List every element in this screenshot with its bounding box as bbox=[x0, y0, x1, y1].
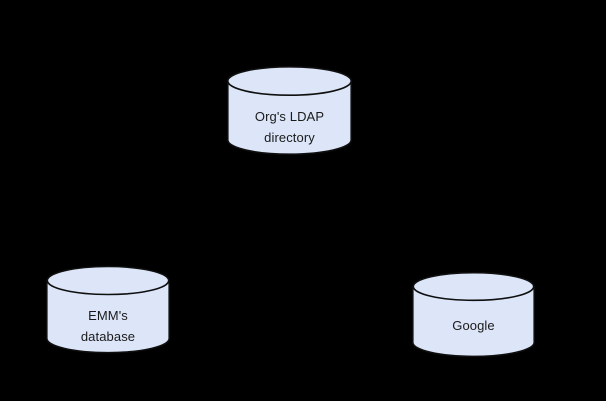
database-cylinder-icon bbox=[46, 265, 170, 354]
database-cylinder-icon bbox=[412, 271, 535, 358]
node-ldap-directory[interactable]: Org's LDAP directory bbox=[226, 66, 353, 155]
database-cylinder-icon bbox=[226, 66, 353, 155]
node-google[interactable]: Google bbox=[412, 271, 535, 358]
node-emm-database[interactable]: EMM's database bbox=[46, 265, 170, 354]
